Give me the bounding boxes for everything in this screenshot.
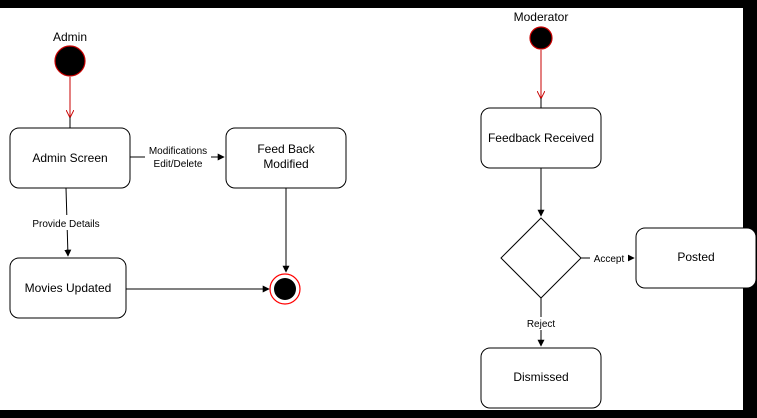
edge-provide-details-label-bg [27,215,105,230]
posted-node[interactable]: Posted [635,227,757,289]
admin-screen-label: Admin Screen [32,151,107,165]
diagram-canvas [0,8,743,410]
feedback-received-label: Feedback Received [488,131,594,145]
edge-modifications-label-line1: Modifications [149,146,207,157]
moderator-start-label: Moderator [514,10,569,24]
edge-accept-label-bg [590,252,628,265]
edge-reject-label: Reject [527,319,556,330]
edge-modifications-label-bg [145,143,211,171]
dismissed-node[interactable]: Dismissed [480,347,602,409]
edge-accept-label: Accept [594,254,625,265]
dismissed-label: Dismissed [513,370,568,384]
moderator-start-node[interactable] [529,26,553,50]
admin-screen-node[interactable]: Admin Screen [9,127,131,189]
feedback-modified-node[interactable]: Feed Back Modified [225,127,347,189]
admin-start-label: Admin [53,30,87,44]
movies-updated-node[interactable]: Movies Updated [9,257,127,319]
edge-reject-label-bg [522,317,560,330]
posted-label: Posted [677,250,714,264]
admin-start-node[interactable] [54,45,86,77]
feedback-modified-label-line1: Feed Back [257,142,315,156]
edge-modifications-label-line2: Edit/Delete [154,159,203,170]
edge-provide-details-label: Provide Details [32,219,99,230]
feedback-received-node[interactable]: Feedback Received [480,107,602,169]
feedback-modified-label-line2: Modified [263,157,308,171]
end-node[interactable] [269,273,301,305]
movies-updated-label: Movies Updated [25,281,112,295]
